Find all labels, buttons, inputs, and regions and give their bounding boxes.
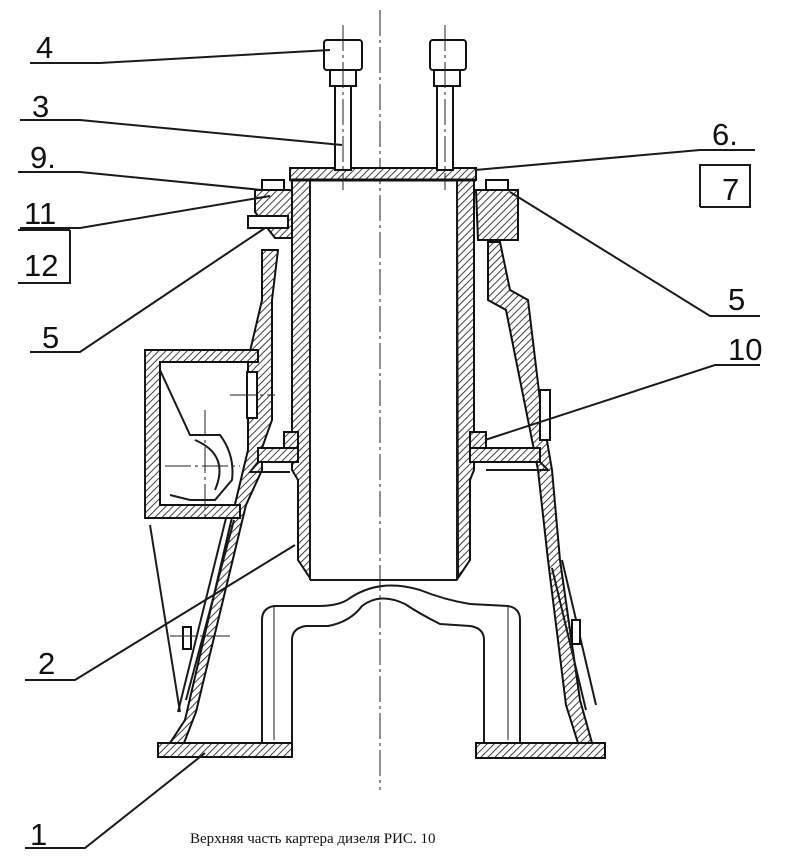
callout-10: 10	[728, 332, 762, 367]
side-housing	[144, 349, 275, 713]
callout-11: 11	[24, 196, 56, 231]
callout-5-left: 5	[42, 320, 59, 355]
callout-1: 1	[30, 817, 47, 852]
studs-and-nuts	[323, 25, 467, 190]
base-frame	[157, 584, 606, 759]
callout-6: 6.	[712, 117, 738, 152]
callout-12: 12	[24, 248, 58, 283]
callout-5-right: 5	[728, 282, 745, 317]
callout-9: 9.	[30, 140, 56, 175]
cylinder-liner	[247, 177, 551, 582]
callout-7: 7	[722, 172, 739, 207]
figure-caption: Верхняя часть картера дизеля РИС. 10	[190, 831, 435, 847]
top-flange-right	[474, 179, 519, 241]
leader-lines	[18, 49, 760, 849]
callout-4: 4	[36, 30, 53, 65]
callout-2: 2	[38, 646, 55, 681]
right-frame-wall	[487, 241, 597, 744]
top-flange-left	[247, 179, 293, 239]
callout-3: 3	[32, 89, 49, 124]
